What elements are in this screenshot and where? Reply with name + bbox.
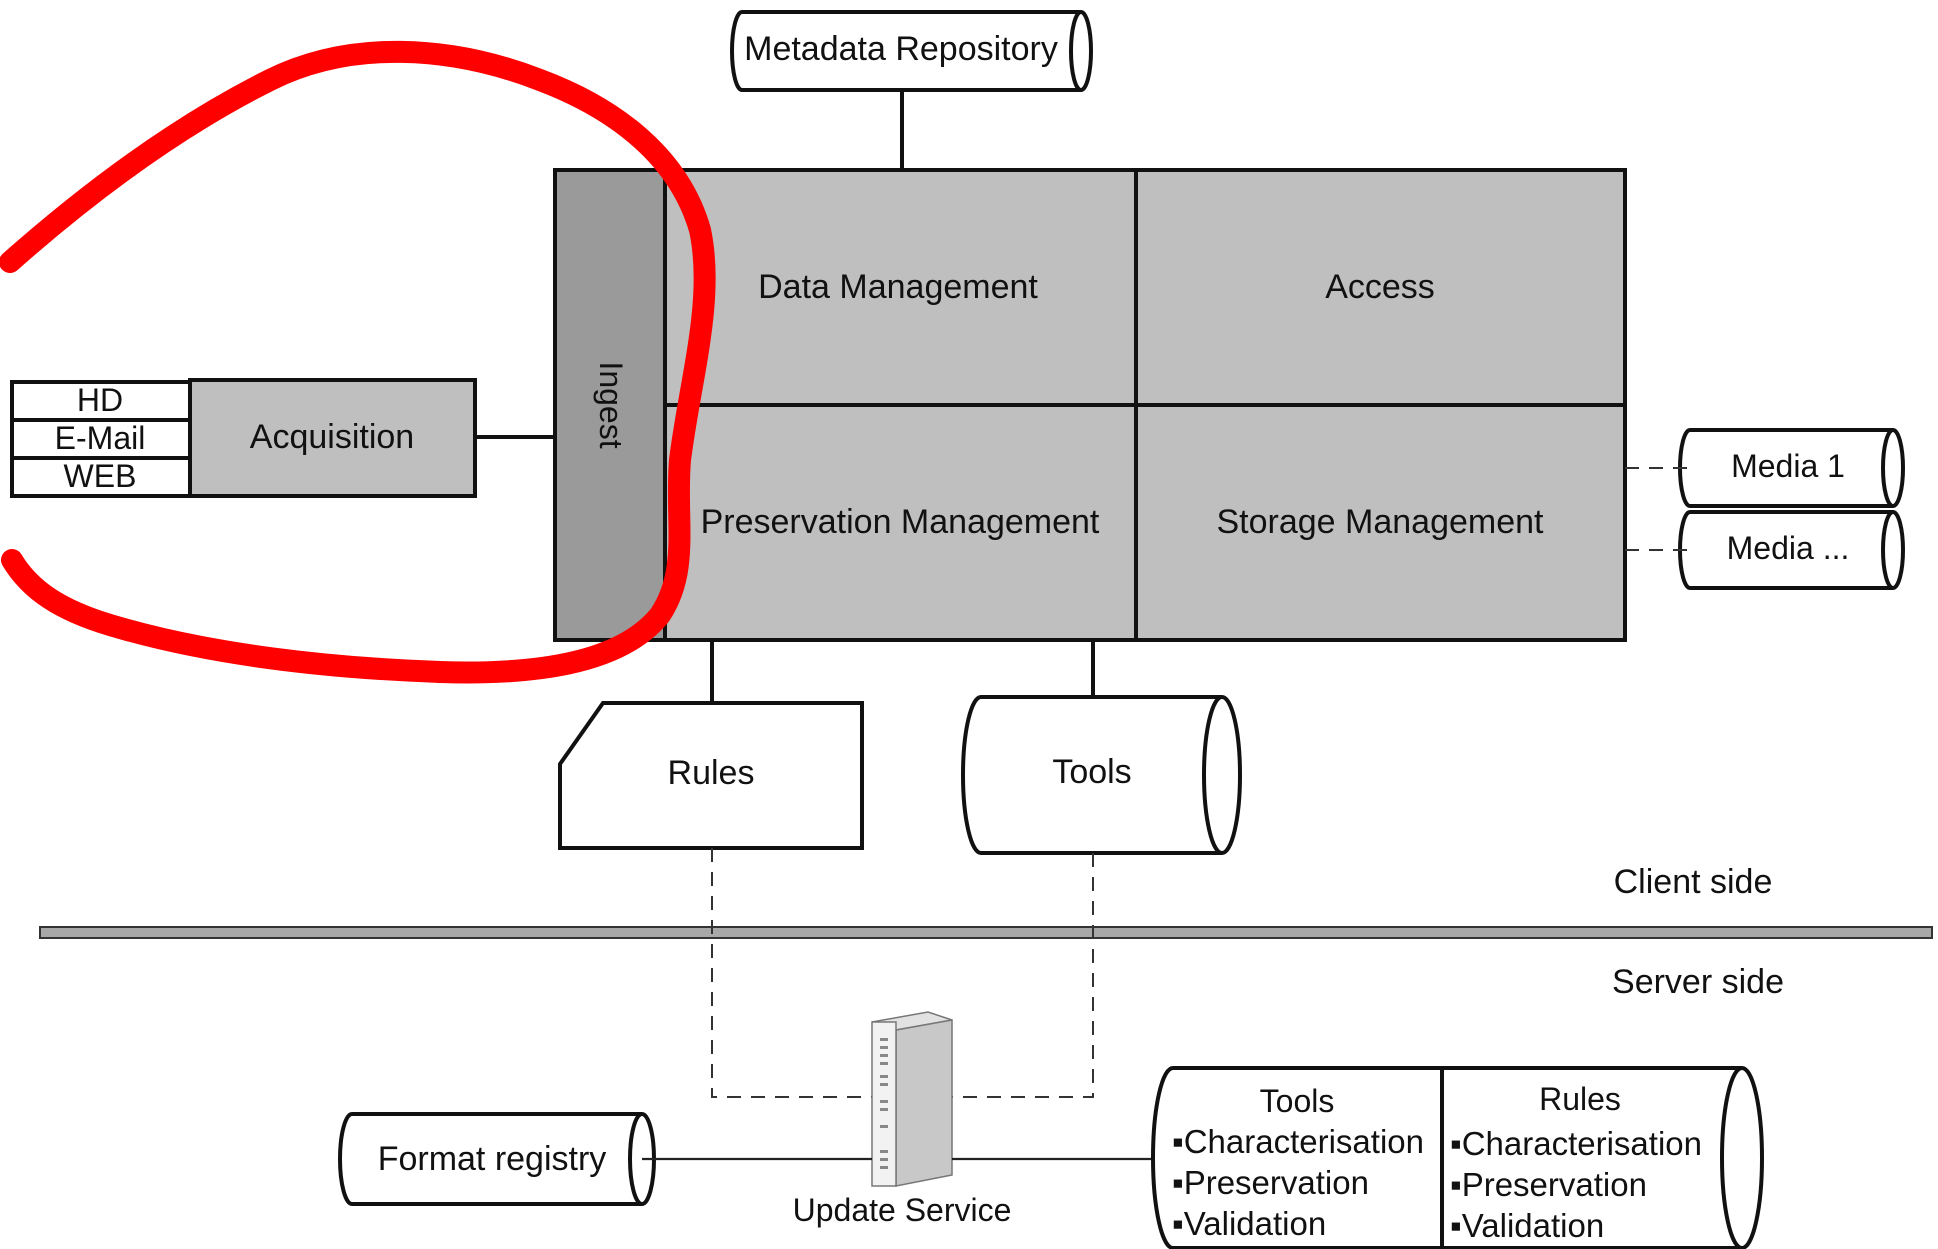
source-hd-label: HD xyxy=(77,382,123,418)
format-registry-node: Format registry xyxy=(338,1112,656,1206)
tools-node: Tools xyxy=(961,695,1242,855)
main-module-block: Data Management Access Preservation Mana… xyxy=(553,168,1627,642)
server-tools-title: Tools xyxy=(1260,1083,1335,1119)
rules-label: Rules xyxy=(668,754,755,792)
client-side-label: Client side xyxy=(1614,863,1773,901)
acquisition-group: Acquisition HD E-Mail WEB xyxy=(10,378,477,498)
ingest-strip xyxy=(553,168,667,642)
server-rules-item: ▪Characterisation xyxy=(1450,1125,1702,1162)
ingest-label: Ingest xyxy=(593,361,629,448)
media-more-node: Media ... xyxy=(1678,510,1905,590)
server-tools-item: ▪Preservation xyxy=(1172,1164,1369,1201)
format-registry-label: Format registry xyxy=(378,1140,607,1178)
metadata-repository-node: Metadata Repository xyxy=(730,10,1093,92)
server-side-label: Server side xyxy=(1612,963,1784,1001)
source-web-label: WEB xyxy=(64,458,137,494)
media-1-node: Media 1 xyxy=(1678,428,1905,508)
metadata-repository-label: Metadata Repository xyxy=(744,30,1058,68)
access-label: Access xyxy=(1325,268,1435,306)
server-rules-title: Rules xyxy=(1539,1081,1621,1117)
client-server-divider xyxy=(39,926,1933,939)
media-1-label: Media 1 xyxy=(1731,448,1845,484)
tools-label: Tools xyxy=(1052,753,1131,791)
server-tower-icon xyxy=(871,1011,953,1187)
server-tools-item: ▪Validation xyxy=(1172,1205,1326,1242)
server-rules-item: ▪Preservation xyxy=(1450,1166,1647,1203)
server-tools-item: ▪Characterisation xyxy=(1172,1123,1424,1160)
server-store-node: Tools ▪Characterisation ▪Preservation ▪V… xyxy=(1151,1066,1764,1249)
source-web-box xyxy=(10,456,192,498)
preservation-management-label: Preservation Management xyxy=(701,503,1100,541)
rules-node: Rules xyxy=(558,701,864,850)
source-email-label: E-Mail xyxy=(55,420,146,456)
media-more-label: Media ... xyxy=(1727,530,1850,566)
server-rules-item: ▪Validation xyxy=(1450,1207,1604,1244)
red-highlight-circle-icon xyxy=(0,40,716,684)
data-management-label: Data Management xyxy=(758,268,1038,306)
rules-update-link xyxy=(711,848,875,1098)
acquisition-box xyxy=(188,378,477,498)
tools-update-link xyxy=(950,853,1094,1098)
update-service-label: Update Service xyxy=(793,1192,1012,1228)
acquisition-label: Acquisition xyxy=(250,418,414,456)
storage-management-label: Storage Management xyxy=(1217,503,1545,541)
